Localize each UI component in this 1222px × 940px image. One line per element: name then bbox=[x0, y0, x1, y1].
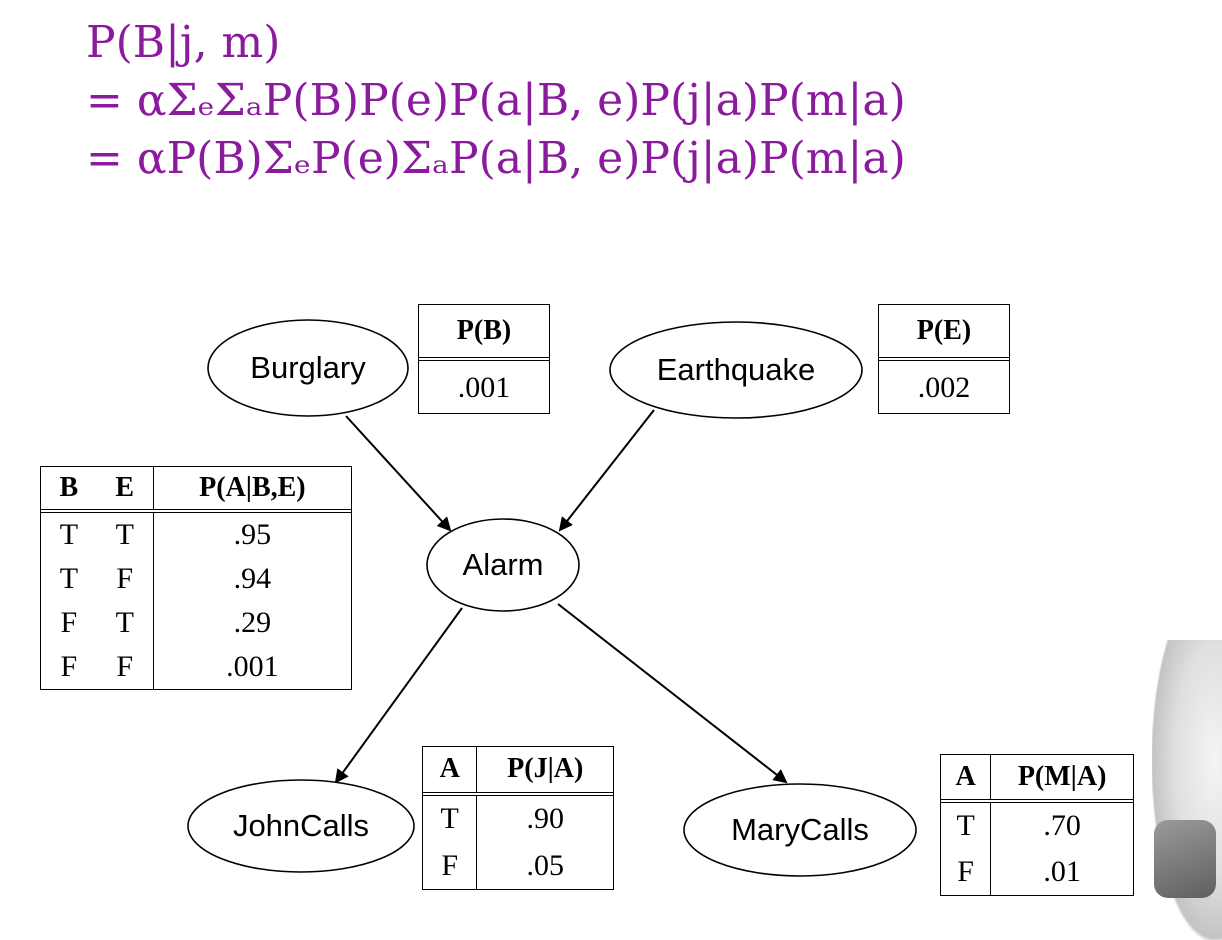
table-row: T .70 bbox=[941, 800, 1133, 850]
table-p-alarm-header-p: P(A|B,E) bbox=[152, 467, 351, 513]
table-p-johncalls-header-p: P(J|A) bbox=[476, 747, 613, 796]
cell: .94 bbox=[152, 557, 351, 602]
cell: F bbox=[957, 855, 974, 889]
cell: T bbox=[115, 606, 134, 640]
table-p-burglary-value: .001 bbox=[457, 371, 511, 404]
node-marycalls: MaryCalls bbox=[683, 783, 917, 877]
node-johncalls: JohnCalls bbox=[187, 779, 415, 873]
table-row: F .05 bbox=[423, 842, 613, 889]
table-row: T F .94 bbox=[41, 557, 351, 602]
cell: .95 bbox=[152, 510, 351, 558]
cell: F bbox=[60, 606, 78, 640]
table-p-earthquake-header: P(E) bbox=[879, 305, 1009, 361]
formula-line-2: = αΣₑΣₐP(B)P(e)P(a|B, e)P(j|a)P(m|a) bbox=[86, 75, 906, 126]
node-alarm: Alarm bbox=[426, 518, 580, 612]
cell: T bbox=[59, 562, 79, 596]
cell: .05 bbox=[476, 842, 613, 889]
node-marycalls-label: MaryCalls bbox=[731, 812, 869, 847]
cell: T bbox=[956, 808, 975, 842]
edge-alarm-johncalls bbox=[334, 607, 463, 784]
table-row: T .90 bbox=[423, 793, 613, 843]
node-earthquake: Earthquake bbox=[609, 321, 863, 419]
table-p-johncalls: A P(J|A) T .90 F .05 bbox=[422, 746, 614, 890]
table-p-earthquake-value: .002 bbox=[917, 371, 971, 404]
edge-earthquake-alarm bbox=[558, 409, 655, 532]
node-burglary: Burglary bbox=[207, 319, 409, 417]
cell: .90 bbox=[476, 793, 613, 843]
table-p-burglary: P(B) .001 bbox=[418, 304, 550, 414]
node-alarm-label: Alarm bbox=[463, 547, 544, 582]
cell: T bbox=[59, 518, 79, 552]
cell: T bbox=[115, 518, 134, 552]
table-row: F F .001 bbox=[41, 645, 351, 689]
node-burglary-label: Burglary bbox=[250, 350, 366, 385]
robot-bag-decoration bbox=[1154, 820, 1216, 898]
cell: .001 bbox=[152, 645, 351, 689]
table-p-marycalls-header-a: A bbox=[941, 755, 991, 803]
formula: P(B|j, m) = αΣₑΣₐP(B)P(e)P(a|B, e)P(j|a)… bbox=[86, 14, 906, 188]
node-earthquake-label: Earthquake bbox=[657, 352, 816, 387]
table-row: F .01 bbox=[941, 849, 1133, 895]
table-p-alarm-header-b: B bbox=[41, 467, 97, 513]
table-p-marycalls: A P(M|A) T .70 F .01 bbox=[940, 754, 1134, 896]
cell: F bbox=[60, 650, 78, 684]
edge-alarm-marycalls bbox=[557, 603, 788, 784]
table-p-earthquake: P(E) .002 bbox=[878, 304, 1010, 414]
cell: .70 bbox=[990, 800, 1133, 850]
formula-line-3: = αP(B)ΣₑP(e)ΣₐP(a|B, e)P(j|a)P(m|a) bbox=[86, 133, 906, 184]
cell: F bbox=[441, 848, 459, 882]
table-p-burglary-header: P(B) bbox=[419, 305, 549, 361]
node-johncalls-label: JohnCalls bbox=[233, 808, 369, 843]
table-p-alarm-header-e: E bbox=[96, 467, 154, 513]
table-row: F T .29 bbox=[41, 601, 351, 646]
cell: .29 bbox=[152, 601, 351, 646]
cell: T bbox=[440, 801, 459, 835]
table-row: T T .95 bbox=[41, 510, 351, 558]
table-p-alarm: B E P(A|B,E) T T .95 T F .94 F T .29 F F… bbox=[40, 466, 352, 690]
cell: .01 bbox=[990, 849, 1133, 895]
edge-burglary-alarm bbox=[345, 415, 452, 532]
cell: F bbox=[116, 650, 134, 684]
cell: F bbox=[116, 562, 134, 596]
formula-line-1: P(B|j, m) bbox=[86, 17, 281, 68]
table-p-johncalls-header-a: A bbox=[423, 747, 477, 796]
table-p-marycalls-header-p: P(M|A) bbox=[990, 755, 1133, 803]
